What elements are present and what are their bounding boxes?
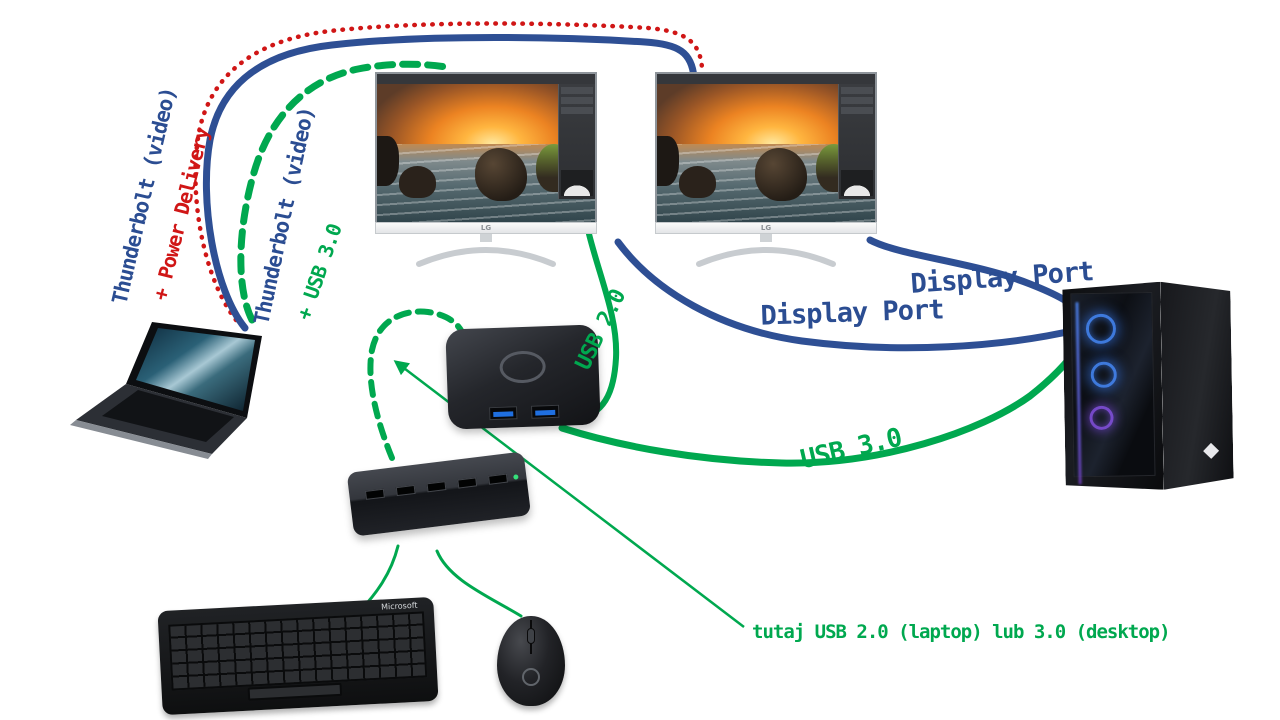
rgb-strip [1075, 302, 1081, 484]
wallpaper-rock [678, 165, 716, 199]
wallpaper-rock [475, 148, 528, 202]
photoshop-toolbar [657, 74, 875, 84]
keyboard-brand: Microsoft [380, 600, 418, 612]
lg-logo: LG [480, 224, 492, 232]
wire-hub-to-switch-dashed [367, 308, 467, 461]
wallpaper-rock [398, 165, 436, 199]
lg-logo: LG [760, 224, 772, 232]
switch-button-ring [499, 350, 547, 384]
pc-front-panel [1062, 282, 1164, 492]
rgb-fan [1086, 314, 1117, 345]
rgb-fan [1089, 406, 1113, 430]
usb-b-port [531, 404, 560, 419]
wallpaper-rock [657, 136, 679, 187]
label-hub-note: tutaj USB 2.0 (laptop) lub 3.0 (desktop) [752, 621, 1171, 643]
wire-hub-to-mouse [435, 549, 523, 618]
panel-row [840, 107, 873, 114]
panel-row [840, 97, 873, 104]
panel-row [560, 107, 593, 114]
monitor-left-chin: LG [375, 222, 597, 234]
pc-glass-panel [1070, 292, 1155, 477]
monitor-left-screen [375, 72, 597, 222]
monitor-left: LG [375, 72, 597, 268]
label-display-port-lower: Display Port [759, 294, 945, 332]
mouse-logo-ring [522, 668, 540, 686]
panel-row [560, 87, 593, 94]
wallpaper-rock [755, 148, 808, 202]
laptop-screen [136, 328, 255, 411]
histogram-panel [840, 170, 873, 197]
monitor-right-screen [655, 72, 877, 222]
histogram-panel [560, 170, 593, 197]
laptop-keyboard-area [102, 390, 234, 442]
laptop [70, 322, 262, 459]
rgb-fan [1091, 362, 1117, 388]
mouse-body [497, 616, 565, 706]
photoshop-toolbar [377, 74, 595, 84]
wire-displayport-lower [614, 238, 1080, 352]
monitor-right: LG [655, 72, 877, 268]
mouse-scroll-wheel [527, 628, 535, 644]
keyboard-keys [168, 611, 428, 691]
photoshop-panels [557, 84, 595, 200]
wire-power-delivery-red-dotted [193, 21, 705, 323]
mouse [497, 616, 565, 706]
usb-switch [445, 324, 601, 430]
panel-row [840, 87, 873, 94]
laptop-front-edge [70, 420, 212, 459]
monitor-right-chin: LG [655, 222, 877, 234]
desktop-pc [1062, 281, 1236, 496]
usb-b-port [489, 406, 518, 421]
switch-ports [448, 403, 600, 421]
wire-thunderbolt-usb-green-dashed [237, 60, 450, 324]
panel-row [560, 97, 593, 104]
pc-diamond-logo [1203, 443, 1219, 459]
wire-thunderbolt-blue [202, 34, 698, 332]
photoshop-panels [837, 84, 875, 200]
monitor-left-stand [416, 234, 556, 267]
wallpaper-rock [377, 136, 399, 187]
wire-usb30 [558, 354, 1074, 467]
monitor-right-stand [696, 234, 836, 267]
keyboard: Microsoft [157, 596, 439, 716]
pc-side-panel [1160, 281, 1234, 490]
